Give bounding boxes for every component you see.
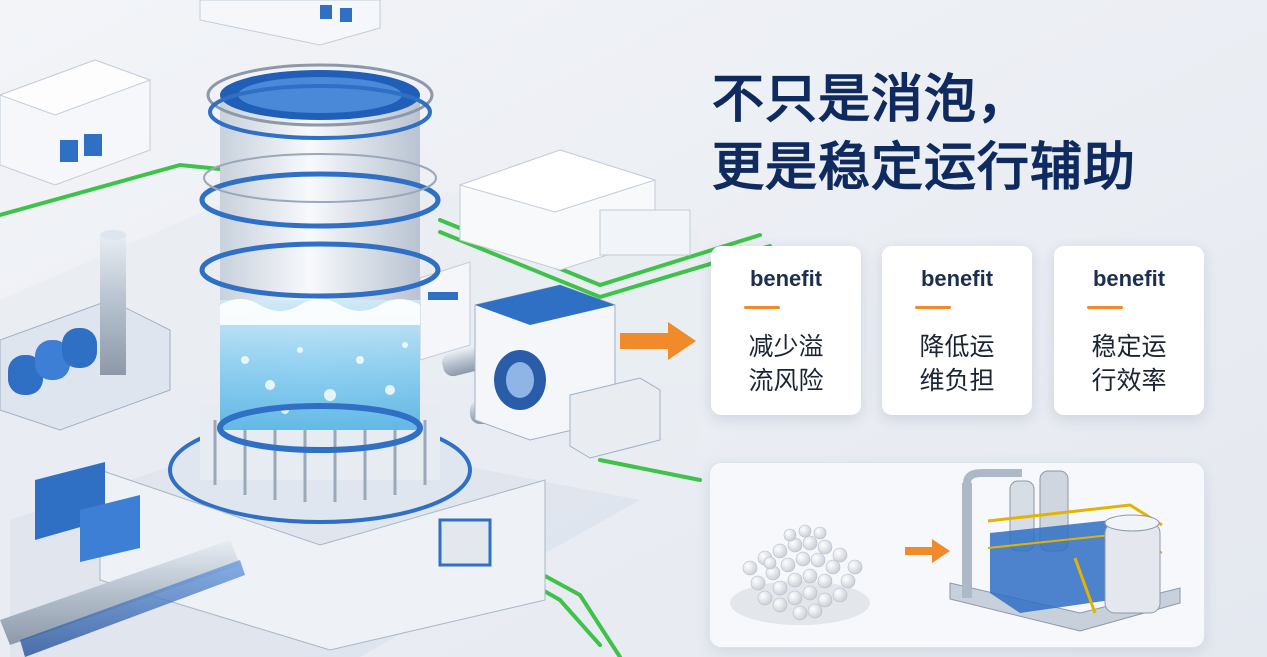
product-illustration (730, 469, 1181, 632)
background-buildings (0, 0, 691, 361)
tower-base-platform (35, 462, 546, 651)
product-panel (709, 462, 1205, 648)
benefit-text-line-2: 维负担 (919, 366, 995, 395)
pump-station (0, 230, 171, 431)
benefit-text: 减少溢 流风险 (711, 330, 861, 398)
benefit-cards: benefit 减少溢 流风险 benefit 降低运 维负担 benefit … (711, 246, 1205, 416)
benefit-text-line-1: 减少溢 (748, 332, 824, 361)
benefit-text-line-1: 稳定运 (1091, 332, 1167, 361)
headline-line-1: 不只是消泡， (712, 70, 1031, 130)
benefit-text-line-2: 流风险 (748, 366, 824, 395)
headline-line-2: 更是稳定运行辅助 (712, 138, 1137, 198)
benefit-text-line-1: 降低运 (919, 332, 995, 361)
treatment-equipment (949, 469, 1181, 632)
benefit-tag: benefit (920, 266, 994, 291)
arrow-right-icon (905, 539, 950, 563)
benefit-text: 稳定运 行效率 (1054, 330, 1204, 398)
benefit-text: 降低运 维负担 (882, 330, 1032, 398)
accent-bar (915, 306, 951, 309)
accent-bar (1087, 306, 1123, 309)
arrow-right-icon (620, 322, 696, 360)
benefit-card-3: benefit 稳定运 行效率 (1054, 246, 1204, 415)
benefit-tag: benefit (1092, 266, 1166, 291)
accent-bar (744, 306, 780, 309)
processing-building (474, 284, 661, 459)
benefit-text-line-2: 行效率 (1091, 366, 1167, 395)
benefit-tag: benefit (749, 266, 823, 291)
headline: 不只是消泡， 更是稳定运行辅助 (712, 66, 1252, 202)
defoaming-tower (168, 63, 472, 524)
defoamer-beads (730, 524, 870, 625)
benefit-card-1: benefit 减少溢 流风险 (711, 246, 861, 415)
benefit-card-2: benefit 降低运 维负担 (882, 246, 1032, 415)
